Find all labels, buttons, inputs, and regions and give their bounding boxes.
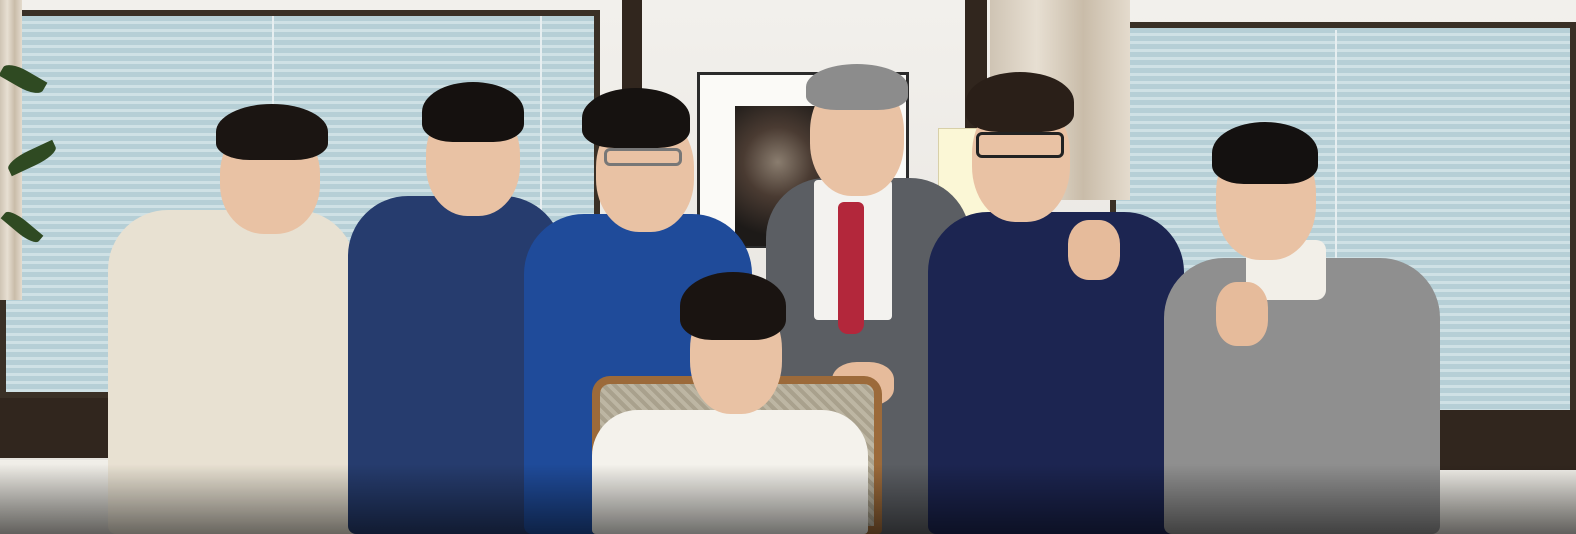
gray-hair [806, 64, 908, 110]
glasses-icon [976, 132, 1064, 158]
peace-sign-hand [1068, 220, 1120, 280]
blind-cord [540, 16, 542, 386]
bottom-vignette [0, 464, 1576, 534]
wall-pillar [622, 0, 642, 100]
hair [680, 272, 786, 340]
red-tie [838, 202, 864, 334]
hair [422, 82, 524, 142]
hair [1212, 122, 1318, 184]
peace-sign-hand [1216, 282, 1268, 346]
hair [966, 72, 1074, 132]
hair [582, 88, 690, 148]
hair [216, 104, 328, 160]
blind-cord [1335, 30, 1337, 410]
left-curtain [0, 0, 22, 300]
glasses-icon [604, 148, 682, 166]
